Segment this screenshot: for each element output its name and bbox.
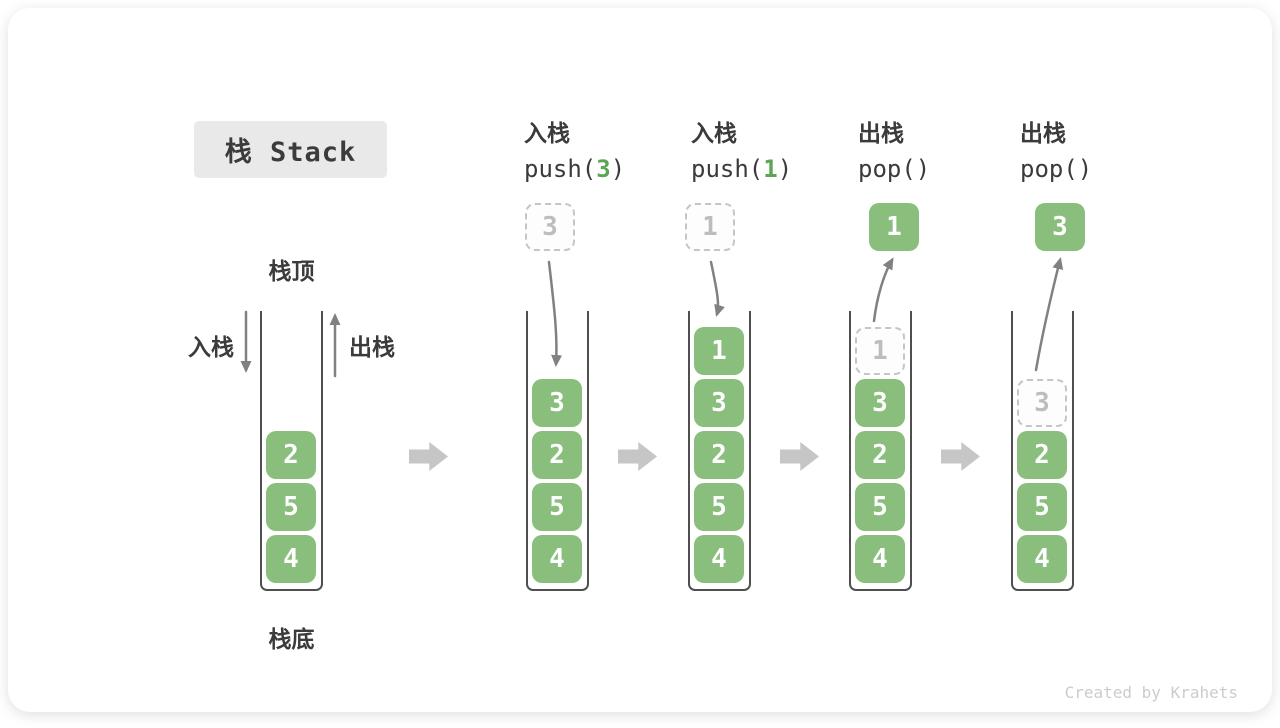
push-side-label: 入栈 — [188, 335, 234, 361]
push-arrow — [709, 260, 725, 317]
operation-label: 出栈 pop() — [858, 114, 930, 183]
operation-code-label: pop() — [858, 155, 931, 183]
next-step-arrow-icon — [409, 442, 448, 471]
operation-zh-label: 入栈 — [524, 121, 570, 147]
operation-zh-label: 出栈 — [858, 121, 904, 147]
stack-cell: 2 — [1017, 431, 1067, 479]
stack-cell: 5 — [266, 483, 316, 531]
stack-cell: 5 — [694, 483, 744, 531]
operation-code-label: pop() — [1020, 155, 1093, 183]
stack-cell: 5 — [532, 483, 582, 531]
stack-cell: 4 — [1017, 535, 1067, 583]
popped-placeholder-cell: 1 — [855, 327, 905, 375]
stack-cell: 5 — [855, 483, 905, 531]
stack-cell: 3 — [694, 379, 744, 427]
operation-label: 入栈 push(1) — [691, 114, 792, 183]
popped-value-box: 1 — [869, 203, 919, 251]
stack-cell: 4 — [855, 535, 905, 583]
operation-code-label: push(3) — [524, 155, 626, 183]
operation-zh-label: 出栈 — [1020, 121, 1066, 147]
stack-cell: 4 — [266, 535, 316, 583]
stack-cell: 3 — [532, 379, 582, 427]
operation-zh-label: 入栈 — [691, 121, 737, 147]
stack-cell: 2 — [855, 431, 905, 479]
pop-side-label: 出栈 — [349, 335, 395, 361]
popped-placeholder-cell: 3 — [1017, 379, 1067, 427]
operation-arg-value: 3 — [596, 155, 611, 183]
stack-cell: 2 — [532, 431, 582, 479]
stack-top-label: 栈顶 — [268, 259, 315, 285]
stack-bottom-label: 栈底 — [268, 627, 315, 653]
operation-code-label: push(1) — [691, 155, 793, 183]
stack-cell: 1 — [694, 327, 744, 375]
operation-label: 出栈 pop() — [1020, 114, 1092, 183]
operation-label: 入栈 push(3) — [524, 114, 625, 183]
operation-arg-value: 1 — [763, 155, 778, 183]
stack-cell: 4 — [532, 535, 582, 583]
pushing-value-box: 3 — [525, 203, 575, 251]
popped-value-box: 3 — [1035, 203, 1085, 251]
next-step-arrow-icon — [618, 442, 657, 471]
stack-cell: 5 — [1017, 483, 1067, 531]
stack-cell: 4 — [694, 535, 744, 583]
credit-watermark: Created by Krahets — [1064, 683, 1238, 702]
stack-cell: 2 — [694, 431, 744, 479]
next-step-arrow-icon — [780, 442, 819, 471]
stack-cell: 2 — [266, 431, 316, 479]
diagram-title: 栈 Stack — [194, 121, 387, 178]
next-step-arrow-icon — [941, 442, 980, 471]
stack-cell: 3 — [855, 379, 905, 427]
pushing-value-box: 1 — [685, 203, 735, 251]
